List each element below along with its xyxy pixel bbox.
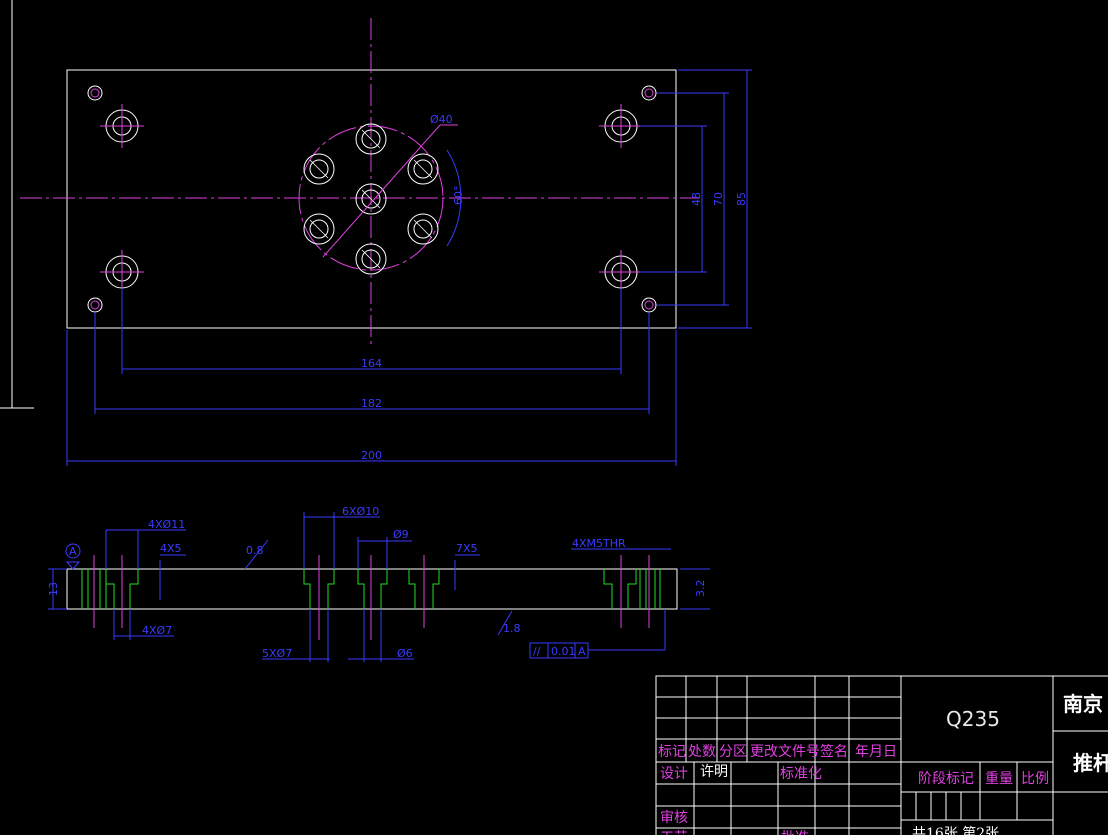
plan-dim-text: Ø40 60° 48 70 85 164 182 200 bbox=[361, 113, 748, 462]
label-depth-7x5: 7X5 bbox=[456, 542, 478, 555]
label-holes-7: 4XØ7 bbox=[142, 624, 172, 637]
ejector-holes bbox=[303, 123, 439, 275]
title-block: Q235 南京 推杆 标记 处数 分区 更改文件号 签名 年月日 设计 许明 标… bbox=[655, 675, 1108, 835]
label-roughness-32: 3.2 bbox=[694, 580, 707, 598]
section-dim-text: 4XØ11 4X5 4XØ7 0.8 6XØ10 Ø9 7X5 4XM5THR … bbox=[47, 505, 707, 660]
header-cell: 处数 bbox=[688, 744, 716, 760]
ejector-hole bbox=[355, 123, 387, 155]
label-holes-11: 4XØ11 bbox=[148, 518, 185, 531]
ejector-hole bbox=[407, 213, 439, 245]
section-centerlines bbox=[93, 555, 650, 640]
process-label: 工艺 bbox=[660, 830, 688, 835]
dim-height-85: 85 bbox=[735, 192, 748, 206]
pin-hole bbox=[87, 85, 103, 101]
screw-hole-centers bbox=[100, 104, 643, 288]
dim-height-48: 48 bbox=[690, 192, 703, 206]
centerlines bbox=[20, 18, 700, 345]
datum-symbol bbox=[65, 543, 81, 570]
title-block-grid bbox=[655, 675, 1108, 835]
dim-width-182: 182 bbox=[361, 397, 382, 410]
pin-hole bbox=[87, 297, 103, 313]
tolerance-value: 0.01 bbox=[551, 645, 576, 658]
tolerance-frame bbox=[529, 642, 589, 659]
design-label: 设计 bbox=[660, 766, 688, 782]
tolerance-datum: A bbox=[578, 645, 586, 658]
border-lines bbox=[0, 0, 34, 409]
label-holes-10: 6XØ10 bbox=[342, 505, 379, 518]
label-tapped: 4XM5THR bbox=[572, 537, 626, 550]
standardize-label: 标准化 bbox=[780, 766, 822, 782]
angle-arc bbox=[446, 149, 462, 247]
sheet-count: 共16张 第2张 bbox=[912, 825, 999, 835]
material-label: Q235 bbox=[946, 707, 1000, 731]
ejector-hole bbox=[355, 183, 387, 215]
header-cell: 分区 bbox=[719, 744, 747, 760]
pitch-circle bbox=[298, 125, 444, 271]
ejector-hole bbox=[355, 243, 387, 275]
header-cell: 签名 bbox=[820, 743, 848, 760]
label-depth-4x5: 4X5 bbox=[160, 542, 182, 555]
ejector-hole bbox=[407, 153, 439, 185]
label-d6: Ø6 bbox=[397, 647, 413, 660]
label-holes-5x7: 5XØ7 bbox=[262, 647, 292, 660]
school-name: 南京 bbox=[1063, 692, 1103, 716]
plan-dim-lines bbox=[66, 69, 752, 466]
ejector-hole bbox=[303, 153, 335, 185]
dim-angle: 60° bbox=[452, 186, 465, 206]
label-d9: Ø9 bbox=[393, 528, 409, 541]
dim-diameter-40: Ø40 bbox=[430, 113, 453, 126]
ejector-hole-crosses bbox=[309, 129, 433, 269]
dim-width-164: 164 bbox=[361, 357, 382, 370]
approve-label: 批准 bbox=[781, 830, 809, 835]
tolerance-symbol: // bbox=[533, 645, 541, 658]
label-thickness-13: 13 bbox=[47, 582, 60, 596]
weight-label: 重量 bbox=[985, 771, 1013, 787]
header-cell: 更改文件号 bbox=[750, 744, 820, 760]
section-dim-lines bbox=[48, 512, 710, 662]
scale-label: 比例 bbox=[1021, 771, 1049, 787]
dim-width-200: 200 bbox=[361, 449, 382, 462]
stage-label: 阶段标记 bbox=[918, 771, 974, 787]
section-outline bbox=[66, 568, 678, 610]
pin-hole bbox=[641, 297, 657, 313]
plan-view: Ø40 60° 48 70 85 164 182 200 bbox=[20, 18, 752, 466]
label-roughness-18: 1.8 bbox=[503, 622, 521, 635]
pin-hole bbox=[641, 85, 657, 101]
label-roughness: 0.8 bbox=[246, 544, 264, 557]
hole-profiles bbox=[81, 569, 661, 609]
section-view: 4XØ11 4X5 4XØ7 0.8 6XØ10 Ø9 7X5 4XM5THR … bbox=[47, 505, 710, 662]
part-name: 推杆 bbox=[1073, 751, 1108, 775]
dim-height-70: 70 bbox=[712, 192, 725, 206]
pin-holes bbox=[87, 85, 657, 313]
ejector-hole bbox=[303, 213, 335, 245]
header-cell: 标记 bbox=[658, 744, 686, 760]
datum-label: A bbox=[69, 545, 77, 558]
header-cell: 年月日 bbox=[855, 744, 897, 760]
revision-header: 标记 处数 分区 更改文件号 签名 年月日 bbox=[658, 743, 897, 760]
radial-lines bbox=[322, 124, 458, 258]
review-label: 审核 bbox=[660, 810, 688, 826]
designer-name: 许明 bbox=[700, 764, 728, 780]
